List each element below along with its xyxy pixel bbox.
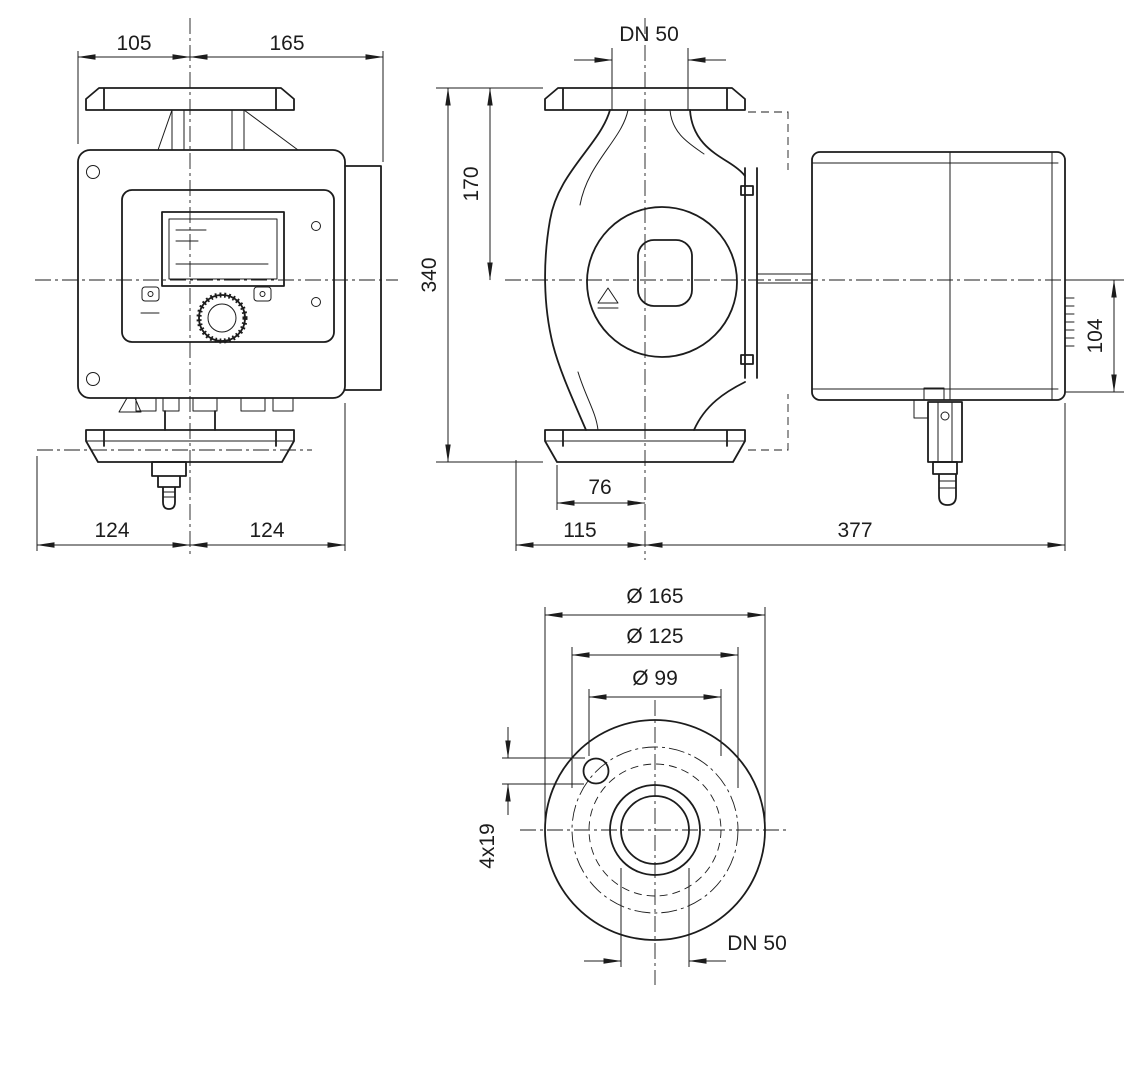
display-content-lines (175, 229, 269, 265)
side-view: DN 50 170 340 104 76 115 377 (418, 18, 1124, 560)
front-view: 105 165 124 124 (35, 18, 398, 558)
front-centerlines (35, 18, 398, 558)
cable-plug-details (937, 401, 953, 463)
cable-plug-screw (940, 411, 950, 421)
dim-label-340: 340 (418, 257, 441, 292)
side-centerlines (505, 18, 1105, 560)
front-screw-top-left (86, 165, 100, 179)
dim-label-165: 165 (269, 32, 304, 55)
side-top-bore (611, 87, 689, 111)
dim-label-124-left: 124 (94, 519, 129, 542)
bore-circle (620, 795, 690, 865)
vent-symbol-icon (597, 287, 619, 309)
dim-label-377: 377 (837, 519, 872, 542)
button-left[interactable] (141, 286, 160, 302)
display-screen[interactable] (161, 211, 285, 287)
flange-centerlines (520, 700, 790, 985)
flange-extension-lines (502, 607, 766, 967)
button-right-glyph (259, 291, 266, 297)
front-back-plate (344, 165, 382, 391)
volute-outline (544, 109, 746, 431)
led-indicator-top (311, 221, 321, 231)
front-bottom-neck (164, 410, 216, 431)
control-knob[interactable] (198, 294, 246, 342)
dim-label-d165: Ø 165 (626, 585, 683, 608)
side-top-flange (544, 87, 746, 111)
cable-plug-threads (938, 480, 957, 489)
front-screw-bottom-left (86, 372, 100, 386)
dim-label-170: 170 (460, 166, 483, 201)
dim-label-4x19: 4x19 (476, 823, 499, 869)
dim-label-115: 115 (563, 519, 596, 542)
flange-view: Ø 165 Ø 125 Ø 99 4x19 DN 50 (476, 585, 790, 985)
cable-plug-body (927, 401, 963, 463)
front-inlet-neck (157, 109, 299, 151)
flange-outer-circle (544, 719, 766, 941)
dim-label-d99: Ø 99 (632, 667, 678, 690)
side-hidden-edges (748, 111, 789, 451)
front-body (77, 149, 346, 399)
front-extension-lines (36, 51, 384, 551)
control-knob-inner (207, 303, 237, 333)
pipe-outer-circle (609, 784, 701, 876)
cable-plug-tip (932, 461, 958, 506)
dim-label-d125: Ø 125 (626, 625, 683, 648)
motor-body (811, 151, 1066, 401)
control-panel (121, 189, 335, 343)
cable-bracket (913, 387, 945, 419)
side-extension-lines (436, 48, 1124, 551)
dim-label-124-right: 124 (249, 519, 284, 542)
dim-label-dn50-bottom: DN 50 (727, 932, 787, 955)
raised-face-circle (588, 763, 722, 897)
pump-cap (637, 239, 693, 307)
bolt-hole (582, 757, 610, 785)
led-indicator-bottom (311, 297, 321, 307)
motor-flange (740, 167, 758, 379)
terminal-blocks (118, 397, 294, 413)
tie-rods (756, 273, 813, 284)
pump-chamber-circle (586, 206, 738, 358)
dim-label-105: 105 (116, 32, 151, 55)
bolt-circle (571, 746, 739, 914)
dim-label-104: 104 (1084, 318, 1107, 353)
motor-detail-lines (811, 151, 1059, 401)
display-screen-inner (168, 218, 278, 280)
front-plug-threads (162, 491, 176, 498)
dim-label-76: 76 (588, 476, 611, 499)
front-top-flange (85, 87, 295, 111)
button-right[interactable] (253, 286, 272, 302)
button-left-glyph (147, 291, 154, 297)
front-plug (151, 461, 187, 510)
dim-label-dn50-top: DN 50 (619, 23, 679, 46)
connector-comb (1064, 297, 1075, 347)
volute-inner-walls (577, 109, 705, 431)
